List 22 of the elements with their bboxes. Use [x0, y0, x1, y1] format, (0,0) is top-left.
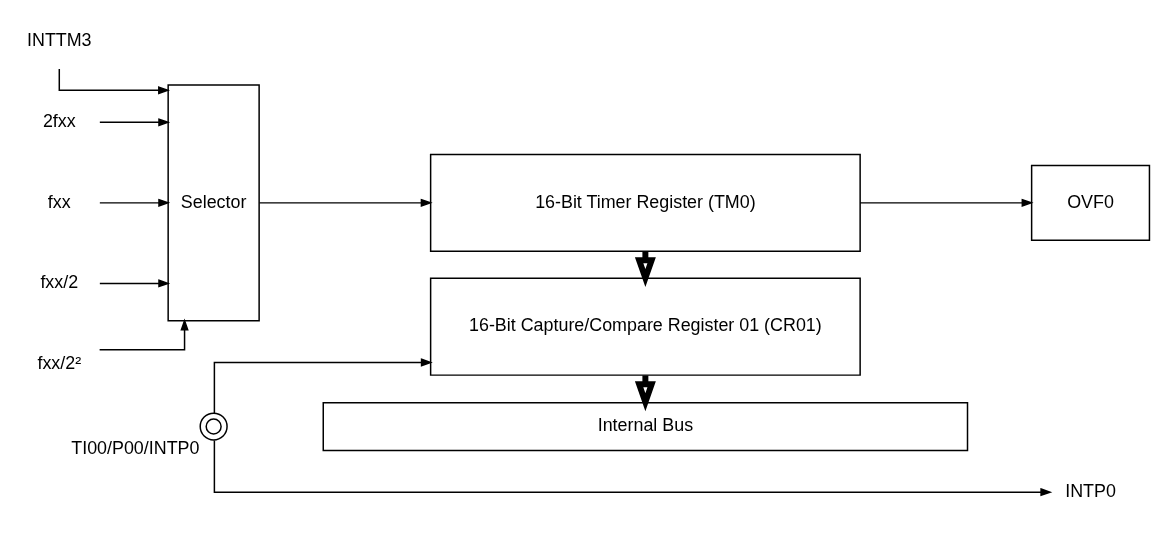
node-box: OVF0 — [1030, 164, 1151, 241]
node-text: fxx — [47, 191, 71, 211]
node-text: fxx/2² — [37, 352, 82, 373]
arrow — [58, 67, 170, 94]
node-circle — [199, 411, 228, 441]
arrow — [213, 357, 433, 414]
node-text: fxx/2 — [40, 271, 79, 292]
arrow — [99, 198, 171, 207]
arrow — [258, 198, 433, 207]
node-text: 2fxx — [42, 110, 76, 131]
node-label: TI00/P00/INTP0 — [71, 437, 200, 458]
node-text: INTTM3 — [27, 29, 92, 50]
node-text: INTP0 — [1065, 480, 1116, 501]
arrow — [213, 439, 1053, 496]
arrow — [99, 117, 171, 126]
node-box: 16-Bit Capture/Compare Register 01 (CR01) — [429, 276, 861, 376]
arrow — [98, 318, 189, 350]
node-box: Internal Bus — [322, 401, 969, 451]
arrow — [99, 278, 171, 288]
arrow — [859, 198, 1034, 207]
node-box: Selector — [167, 83, 260, 321]
node-box: 16-Bit Timer Register (TM0) — [429, 153, 861, 252]
